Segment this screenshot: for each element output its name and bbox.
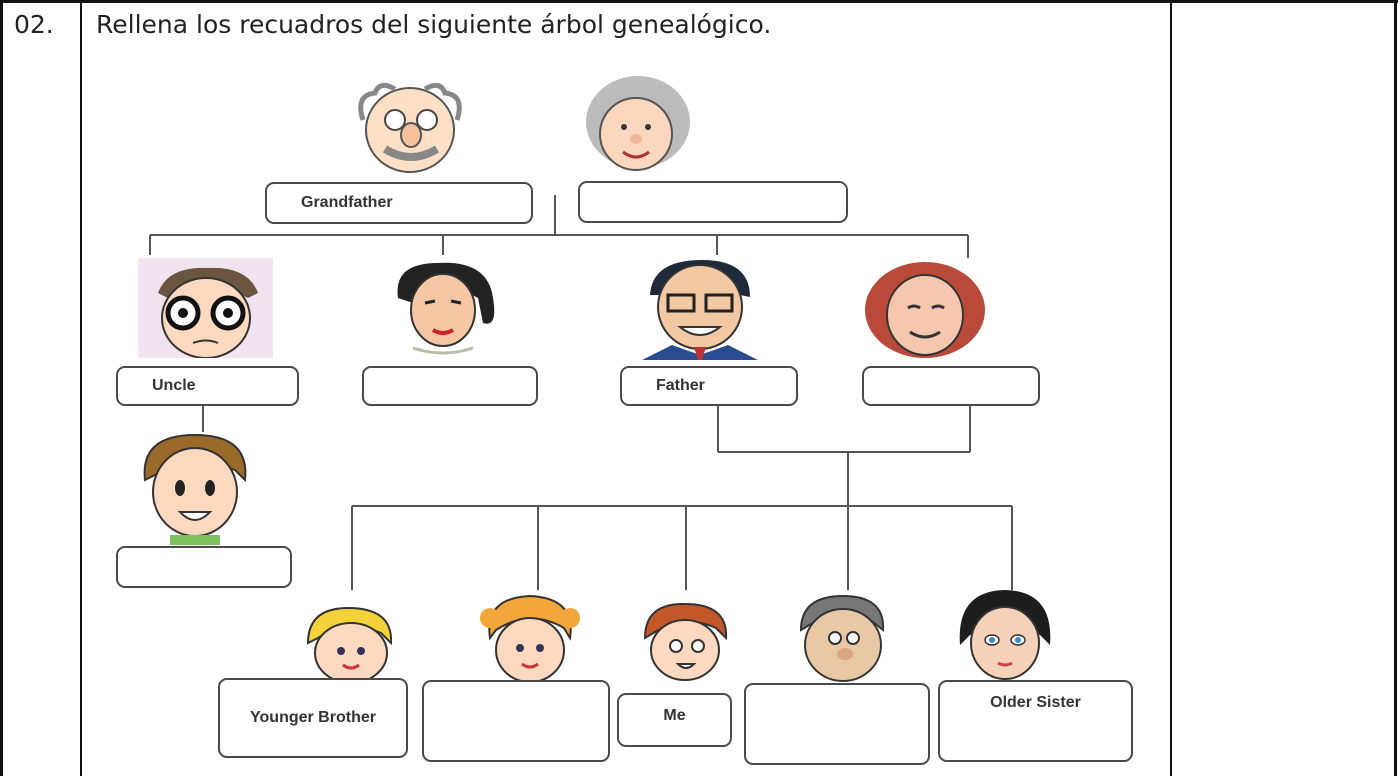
column-divider [80, 0, 82, 776]
grandmother-icon [586, 76, 690, 171]
me-icon [643, 602, 728, 681]
uncle-icon [138, 258, 273, 358]
aunt-box[interactable] [362, 366, 538, 406]
younger-brother-box[interactable]: Younger Brother [218, 678, 408, 758]
grandfather-box[interactable]: Grandfather [265, 182, 533, 224]
table-right-border [1394, 0, 1397, 776]
question-instruction: Rellena los recuadros del siguiente árbo… [96, 10, 772, 39]
older-sister-icon [959, 590, 1051, 680]
mother-box[interactable] [862, 366, 1040, 406]
sister-icon [480, 594, 580, 683]
sister-box[interactable] [422, 680, 610, 762]
father-icon [642, 260, 758, 360]
mother-icon [865, 262, 985, 358]
cousin-icon [143, 433, 247, 545]
table-left-border [0, 0, 3, 776]
question-number: 02. [14, 10, 54, 39]
grandmother-box[interactable] [578, 181, 848, 223]
brother-icon [799, 594, 885, 682]
grandfather-icon [358, 82, 462, 173]
uncle-box[interactable]: Uncle [116, 366, 299, 406]
me-box[interactable]: Me [617, 693, 732, 747]
aunt-icon [397, 262, 495, 355]
column-divider [1170, 0, 1172, 776]
younger-brother-icon [306, 606, 393, 683]
older-sister-box[interactable]: Older Sister [938, 680, 1133, 762]
cousin-box[interactable] [116, 546, 292, 588]
father-box[interactable]: Father [620, 366, 798, 406]
table-top-border [0, 0, 1398, 3]
brother-box[interactable] [744, 683, 930, 765]
